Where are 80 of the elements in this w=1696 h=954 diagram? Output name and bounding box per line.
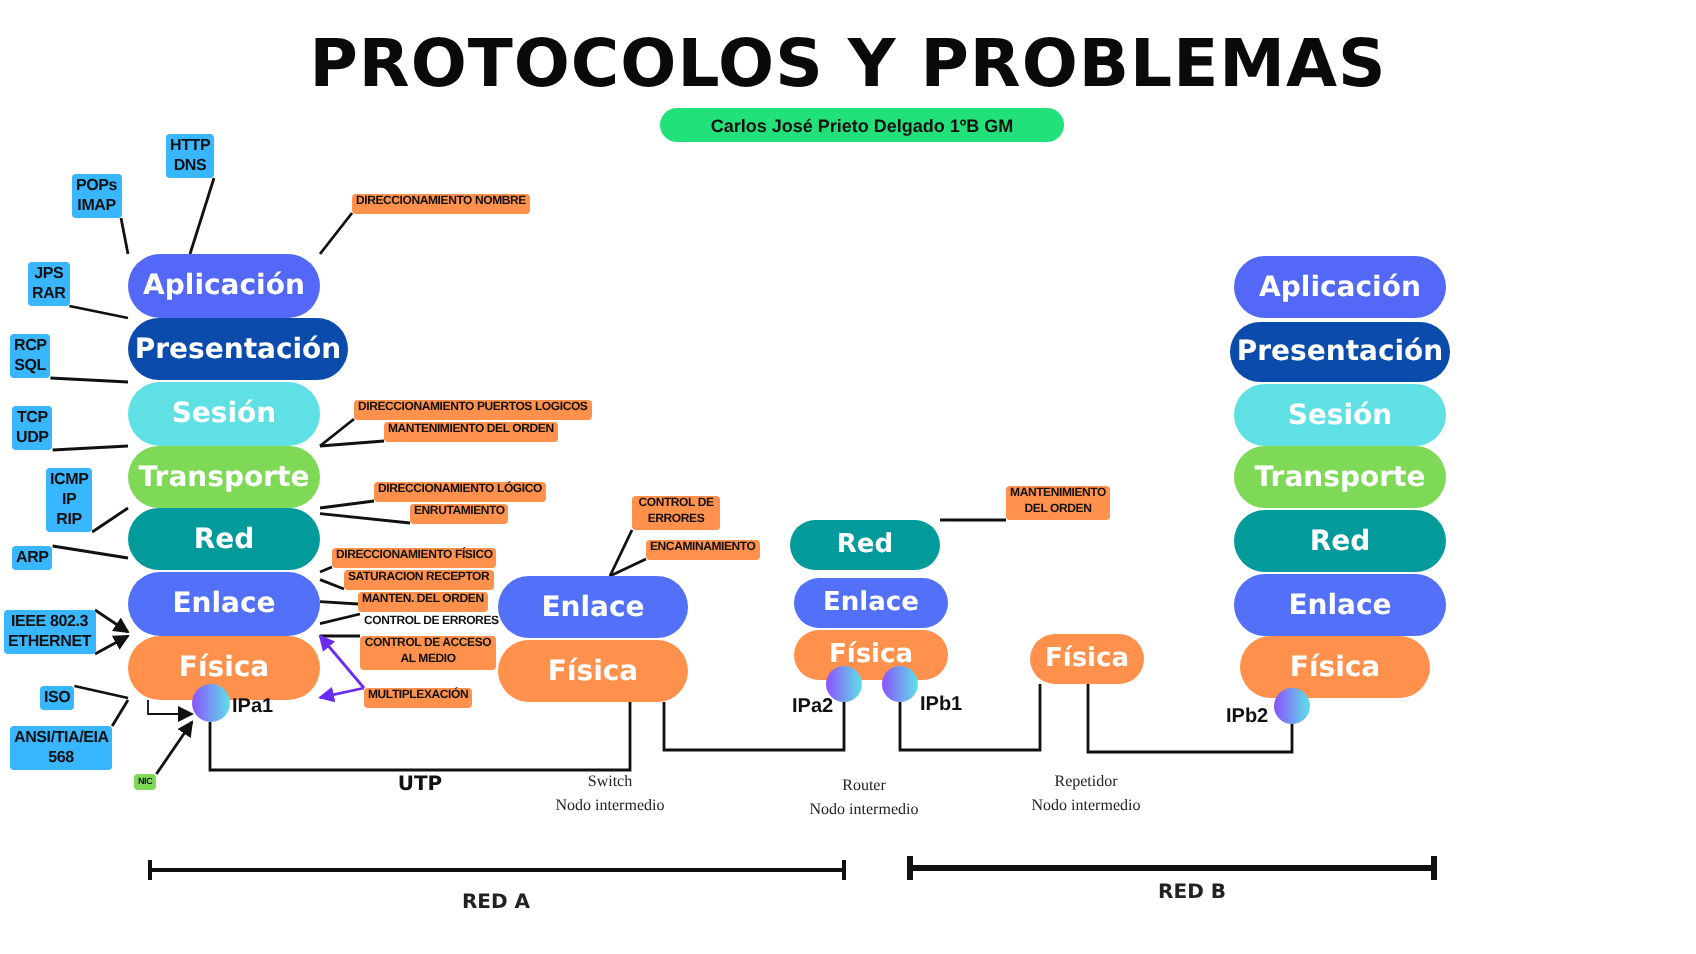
connector-line [662, 702, 846, 752]
arrow [318, 634, 366, 689]
layer-pill: Presentación [128, 318, 348, 380]
layer-pill: Presentación [1230, 322, 1450, 382]
connector-line [111, 699, 130, 727]
connector-line [188, 177, 216, 255]
connector-line [319, 565, 333, 574]
layer-pill: Red [1234, 510, 1446, 572]
layer-pill: Enlace [794, 578, 948, 628]
device-label: Repetidor [1054, 772, 1118, 790]
arrow [94, 608, 130, 634]
layer-pill: Física [1240, 636, 1430, 698]
connector-line [119, 217, 130, 255]
layer-pill: Física [498, 640, 688, 702]
layer-pill: Red [790, 520, 940, 570]
connector-line [318, 212, 354, 255]
connector-line [319, 578, 345, 591]
connector-line [91, 506, 129, 534]
title: PROTOCOLOS Y PROBLEMAS [307, 24, 1389, 102]
layer-pill: Aplicación [1234, 256, 1446, 318]
layer-pill: Transporte [128, 446, 320, 508]
protocol-tag: ICMP IP RIP [46, 468, 93, 532]
connector-line [320, 634, 360, 638]
protocol-tag: HTTP DNS [166, 134, 214, 178]
arrow [94, 634, 130, 656]
arrow [147, 699, 194, 722]
device-label: Nodo intermedio [809, 800, 919, 818]
port-circle [882, 666, 918, 702]
layer-pill: Enlace [1234, 574, 1446, 636]
layer-pill: Enlace [128, 572, 320, 636]
connector-line [1086, 684, 1294, 754]
connector-line [69, 304, 129, 320]
connector-line [319, 417, 355, 448]
edge-label: UTP [393, 774, 447, 796]
protocol-tag: RCP SQL [10, 334, 51, 378]
layer-pill: Sesión [128, 382, 320, 446]
connector-line [50, 376, 129, 384]
layer-pill: Física [128, 636, 320, 700]
connector-line [898, 684, 1042, 752]
protocol-tag: TCP UDP [12, 406, 53, 450]
connector-line [319, 512, 411, 525]
layer-pill: Física [1030, 634, 1144, 684]
network-label: RED A [461, 892, 531, 914]
protocol-tag: POPs IMAP [72, 174, 122, 218]
port-label: IPb2 [1226, 706, 1269, 728]
layer-pill: Sesión [1234, 384, 1446, 446]
layer-pill: Aplicación [128, 254, 320, 318]
device-label: Switch [587, 772, 633, 790]
connector-line [609, 557, 647, 578]
protocol-tag: ISO [40, 686, 75, 710]
protocol-tag: ANSI/TIA/EIA 568 [10, 726, 113, 770]
port-label: IPa1 [232, 696, 274, 718]
connector-line [74, 684, 129, 700]
protocol-tag: JPS RAR [28, 262, 70, 306]
connector-line [208, 702, 632, 772]
connector-line [52, 444, 129, 452]
layer-pill: Transporte [1234, 446, 1446, 508]
layer-pill: Física [794, 630, 948, 680]
connector-line [52, 544, 129, 560]
connector-line [319, 439, 385, 448]
protocol-tag: ARP [12, 546, 53, 570]
arrow [318, 686, 365, 703]
network-label: RED B [1158, 882, 1226, 904]
connector-line [319, 499, 375, 510]
port-circle [1274, 688, 1310, 724]
port-circle [826, 666, 862, 702]
device-label: Nodo intermedio [1031, 796, 1141, 814]
connector-line [319, 600, 359, 606]
arrow [155, 720, 194, 775]
connector-line [608, 529, 634, 577]
layer-pill: Enlace [498, 576, 688, 638]
layer-pill: Red [128, 508, 320, 570]
author-badge: Carlos José Prieto Delgado 1ºB GM [660, 108, 1064, 142]
port-label: IPa2 [792, 696, 834, 718]
connector-line [319, 612, 361, 625]
protocol-tag: IEEE 802.3 ETHERNET [4, 610, 96, 654]
device-label: Nodo intermedio [555, 796, 665, 814]
port-label: IPb1 [920, 694, 963, 716]
device-label: Router [842, 776, 886, 794]
connector-line [940, 518, 1006, 522]
